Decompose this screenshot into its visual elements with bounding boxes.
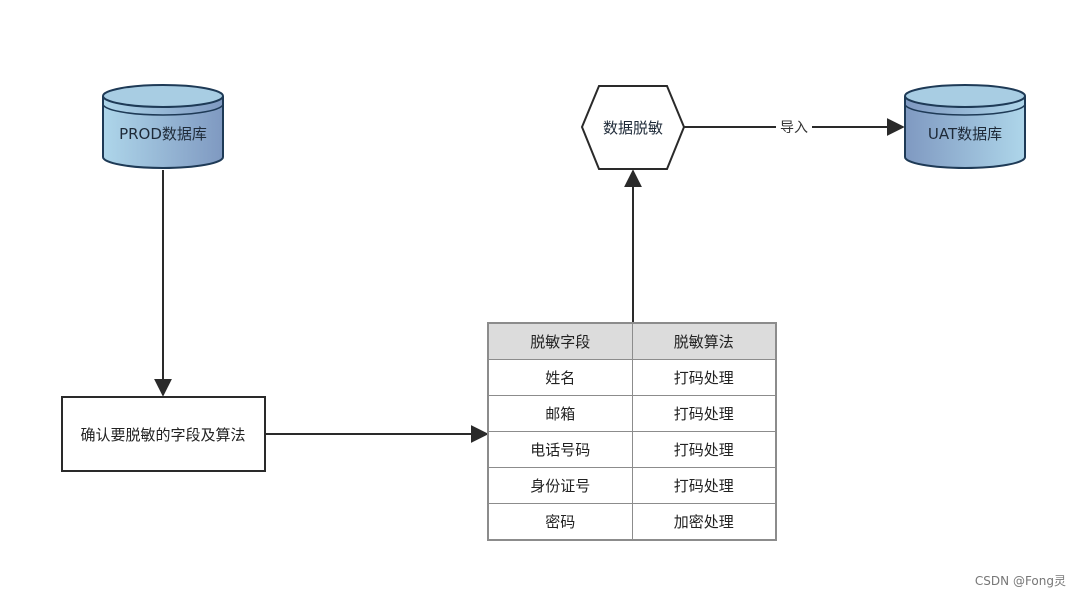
table-header-algorithm: 脱敏算法 — [631, 322, 777, 360]
table-cell-algorithm: 打码处理 — [631, 359, 777, 396]
table-cell-algorithm: 打码处理 — [631, 431, 777, 468]
table-header-field: 脱敏字段 — [487, 322, 633, 360]
table-header-row: 脱敏字段 脱敏算法 — [487, 322, 777, 360]
masking-hexagon-node: 数据脱敏 — [580, 85, 686, 170]
table-row: 姓名 打码处理 — [487, 359, 777, 396]
table-row: 邮箱 打码处理 — [487, 395, 777, 432]
uat-database-label: UAT数据库 — [928, 125, 1002, 143]
masking-fields-table: 脱敏字段 脱敏算法 姓名 打码处理 邮箱 打码处理 电话号码 打码处理 身份证号… — [487, 322, 777, 541]
table-row: 身份证号 打码处理 — [487, 467, 777, 504]
prod-database-node: PROD数据库 — [102, 84, 224, 169]
table-cell-field: 身份证号 — [487, 467, 633, 504]
table-cell-field: 密码 — [487, 503, 633, 541]
table-row: 密码 加密处理 — [487, 503, 777, 541]
import-label-bg — [776, 116, 812, 138]
prod-database-label: PROD数据库 — [119, 125, 207, 143]
confirm-fields-node: 确认要脱敏的字段及算法 — [61, 396, 266, 472]
table-cell-algorithm: 打码处理 — [631, 395, 777, 432]
confirm-fields-label: 确认要脱敏的字段及算法 — [80, 426, 245, 444]
table-cell-field: 电话号码 — [487, 431, 633, 468]
table-cell-algorithm: 加密处理 — [631, 503, 777, 541]
uat-database-node: UAT数据库 — [904, 84, 1026, 169]
masking-label: 数据脱敏 — [603, 119, 663, 137]
csdn-watermark: CSDN @Fong灵 — [974, 574, 1066, 588]
table-cell-field: 姓名 — [487, 359, 633, 396]
table-row: 电话号码 打码处理 — [487, 431, 777, 468]
table-cell-algorithm: 打码处理 — [631, 467, 777, 504]
table-cell-field: 邮箱 — [487, 395, 633, 432]
import-edge-label: 导入 — [780, 120, 808, 136]
